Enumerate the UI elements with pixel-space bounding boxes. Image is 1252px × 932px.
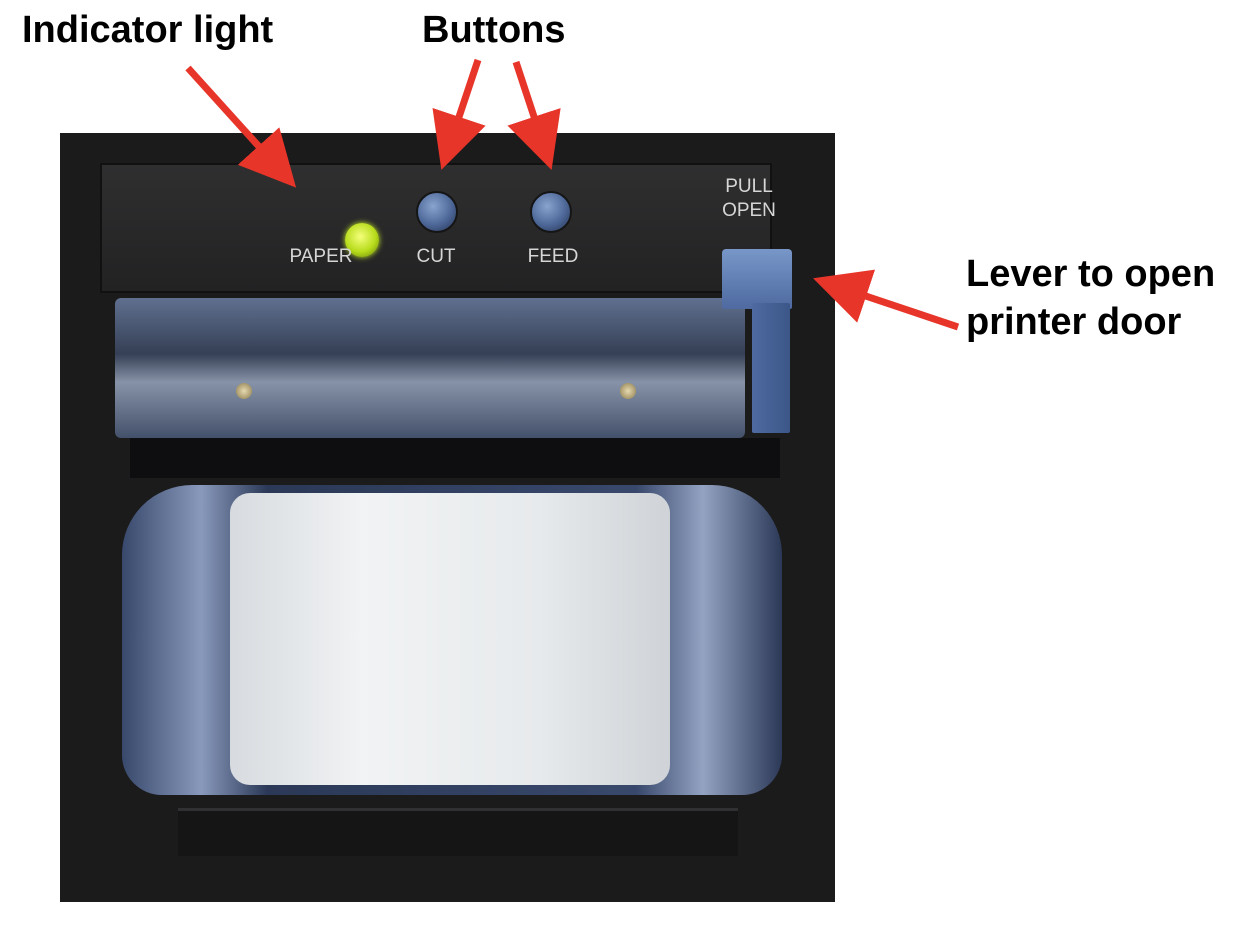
- paper-gap: [130, 438, 780, 478]
- door-lever[interactable]: [722, 249, 792, 309]
- pull-open-label: PULL OPEN: [720, 175, 778, 223]
- paper-roll: [230, 493, 670, 785]
- pull-label: PULL: [725, 176, 773, 197]
- feed-button[interactable]: [530, 191, 572, 233]
- paper-output-slot: [178, 808, 738, 856]
- paper-label: PAPER: [289, 246, 353, 267]
- printer-photo: PAPER CUT FEED PULL OPEN: [60, 133, 835, 902]
- screw-right: [620, 383, 636, 399]
- print-head-cover: [115, 298, 745, 438]
- open-label: OPEN: [722, 200, 776, 221]
- paper-indicator-light: [345, 223, 379, 257]
- lever-callout-line2: printer door: [966, 301, 1182, 343]
- lever-arrow: [813, 269, 960, 331]
- lever-callout: Lever to open printer door: [966, 250, 1215, 346]
- lever-callout-line1: Lever to open: [966, 253, 1216, 295]
- cut-button[interactable]: [416, 191, 458, 233]
- buttons-callout: Buttons: [422, 9, 566, 51]
- cut-label: CUT: [416, 246, 456, 267]
- indicator-light-callout: Indicator light: [22, 9, 274, 51]
- feed-label: FEED: [527, 246, 579, 267]
- screw-left: [236, 383, 252, 399]
- door-lever-stem[interactable]: [752, 303, 790, 433]
